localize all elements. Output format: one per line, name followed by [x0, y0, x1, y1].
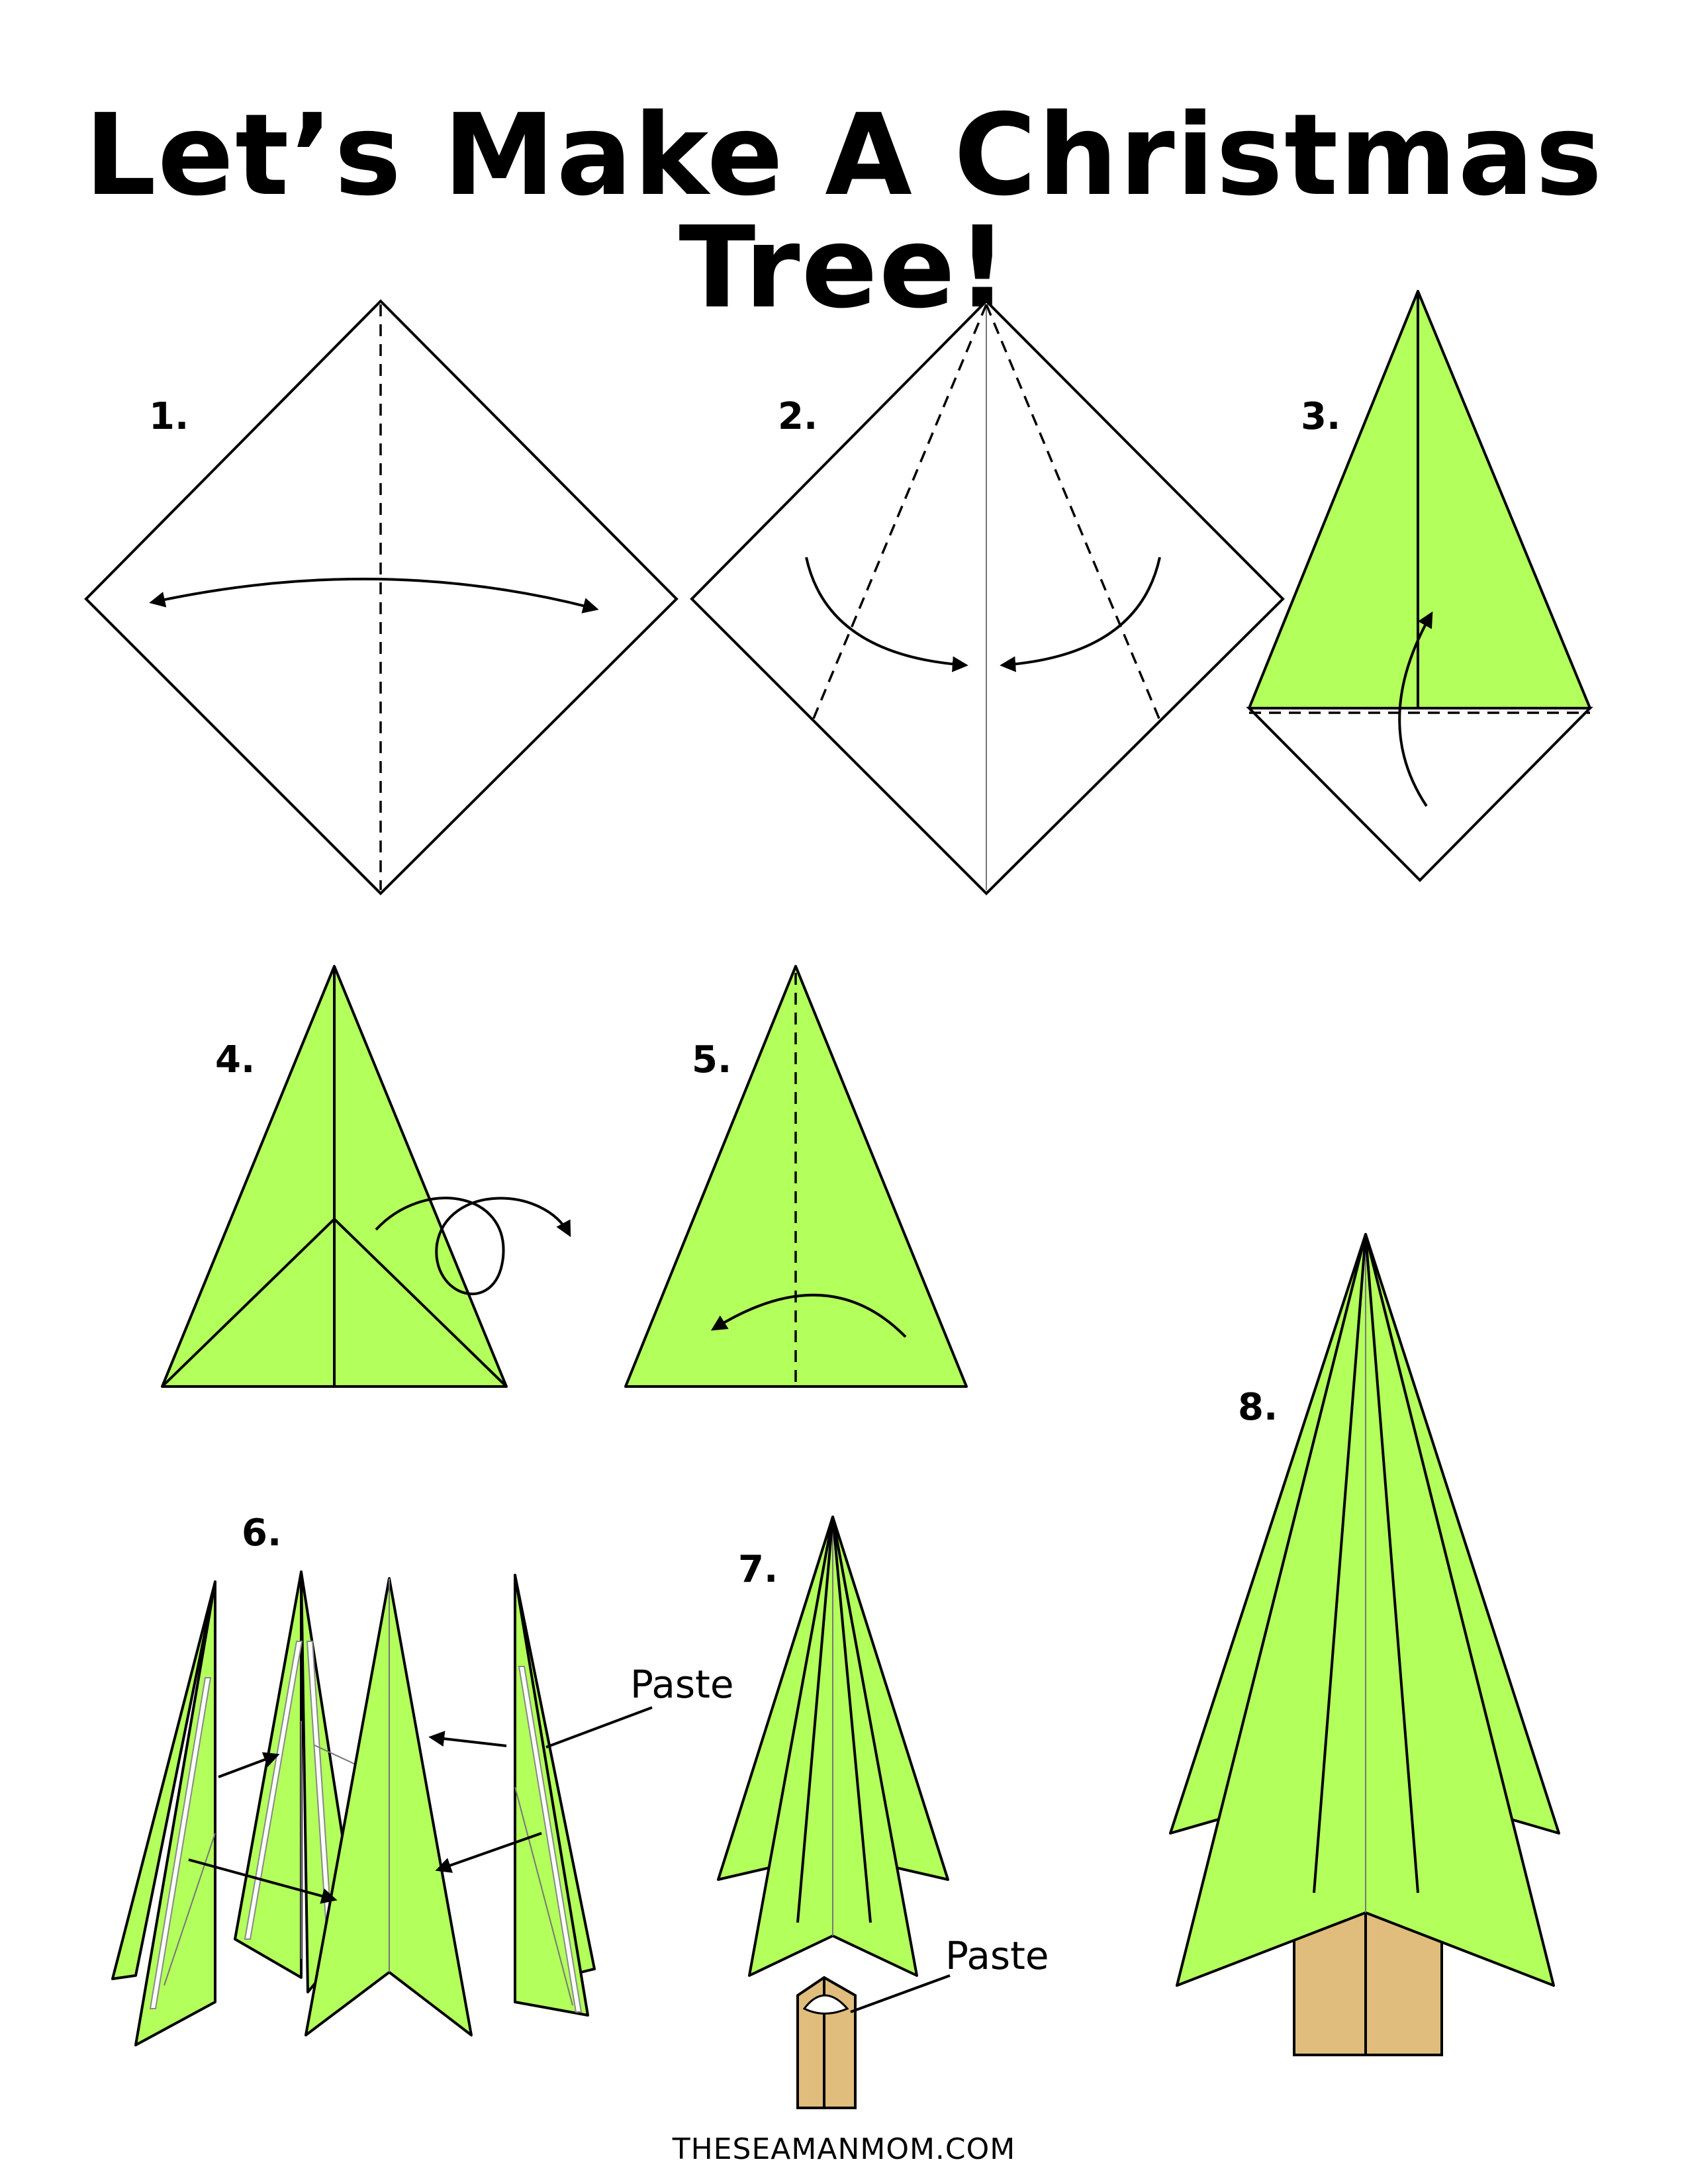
step-1-number: 1. — [149, 395, 189, 438]
fold-arrow-right — [1000, 557, 1161, 672]
step-5: 5. — [624, 965, 968, 1388]
step-4-number: 4. — [215, 1038, 255, 1081]
fold-edge — [796, 1516, 834, 1923]
step-6: 6. — [111, 1512, 734, 2046]
fold-edge — [1313, 1234, 1367, 1893]
paste-label: Paste — [945, 1933, 1049, 1978]
piece-b-back — [234, 1570, 303, 1979]
inner-flap-lines — [161, 1217, 508, 1388]
step-2: 2. — [690, 299, 1285, 895]
step-6-number: 6. — [242, 1512, 281, 1555]
step-3-number: 3. — [1301, 395, 1340, 438]
website-footer[interactable]: THESEAMANMOM.COM — [672, 2132, 1016, 2166]
paste-pointer-line — [545, 1706, 653, 1749]
step-4: 4. — [161, 965, 571, 1388]
fold-edge — [831, 1516, 872, 1923]
page-title: Let’s Make A Christmas Tree! — [84, 90, 1604, 334]
paste-arrow — [218, 1752, 280, 1778]
left-fold-line — [812, 304, 988, 721]
folded-triangle — [1248, 290, 1591, 709]
crease-line — [314, 1745, 355, 1764]
step-2-number: 2. — [778, 395, 818, 438]
paste-strip — [244, 1641, 303, 1940]
paste-strip — [518, 1666, 583, 2013]
tree-piece-c — [305, 1577, 473, 2036]
paste-spot — [802, 1994, 849, 2015]
step-5-number: 5. — [692, 1038, 731, 1081]
square-paper — [690, 299, 1285, 895]
step-8: 8. — [1169, 1233, 1560, 2056]
step-8-number: 8. — [1238, 1386, 1278, 1429]
turn-over-arrow — [375, 1197, 571, 1296]
piece-a-back — [111, 1580, 216, 1980]
fold-in-half-arrow — [710, 1293, 907, 1338]
fold-unfold-arrow — [149, 577, 599, 614]
right-fold-line — [985, 304, 1161, 721]
step-7-number: 7. — [738, 1548, 778, 1591]
piece-a-front — [134, 1580, 216, 2046]
crease-line — [514, 1786, 573, 2006]
fold-edge — [1364, 1234, 1419, 1893]
fold-up-arrow — [1398, 611, 1433, 807]
fold-arrow-left — [805, 557, 968, 672]
paste-arrow — [435, 1832, 542, 1873]
piece-d-front — [514, 1574, 589, 2017]
step-3: 3. — [1246, 290, 1593, 882]
step-7: 7. Paste — [717, 1516, 1049, 2109]
paste-pointer-line — [850, 1974, 951, 2013]
tree-piece-d — [514, 1574, 596, 2017]
crease-line — [164, 1833, 216, 1986]
paste-strip — [149, 1677, 212, 2009]
paste-arrow — [428, 1731, 507, 1747]
tree-piece-a — [111, 1580, 216, 2046]
paste-label: Paste — [630, 1662, 734, 1707]
trunk-piece — [796, 1976, 857, 2109]
step-1: 1. — [84, 299, 679, 895]
paste-arrow — [188, 1858, 338, 1904]
